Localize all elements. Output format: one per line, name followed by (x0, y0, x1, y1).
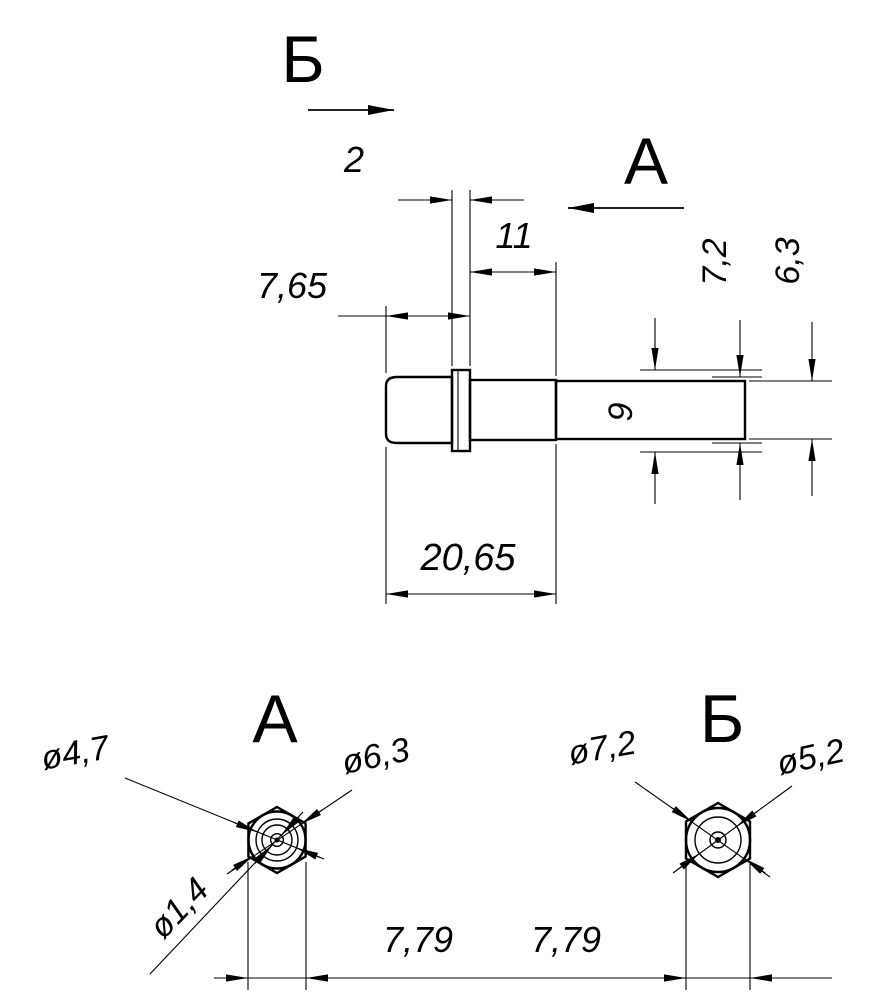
view-a-title: А (252, 681, 298, 757)
circle-outer (247, 810, 307, 870)
circle-outer (684, 806, 752, 874)
dimension-text: 6,3 (769, 237, 807, 284)
arrow-line (280, 816, 300, 836)
dimension-dia-1-4: ø1,4 (142, 811, 304, 975)
dimension-head-diameter: 7,2 (696, 238, 744, 500)
dimension-text: ø1,4 (142, 871, 217, 946)
dimension-text: 2 (343, 139, 364, 180)
dimension-text: ø6,3 (338, 731, 413, 782)
flange (450, 368, 472, 453)
dimension-width-a: 7,79 (214, 862, 520, 990)
leader-line (149, 811, 304, 975)
dimension-text: 20,65 (419, 537, 516, 579)
dimension-text: 7,2 (696, 238, 734, 285)
dimension-flange-diameter: 9 (602, 318, 659, 504)
dimension-text: ø4,7 (38, 728, 113, 777)
arrow-line (296, 847, 321, 860)
view-b-label: Б (281, 22, 324, 96)
circle (694, 816, 742, 864)
circle-pin (270, 833, 285, 848)
dimension-text: ø7,2 (565, 724, 639, 773)
shaft (554, 379, 747, 441)
side-view: Б А 2 (257, 22, 832, 604)
knurled-head (384, 375, 454, 445)
dimension-text: 7,65 (257, 265, 328, 306)
leader-line (124, 777, 325, 860)
view-b-indicator: Б (281, 22, 394, 115)
arrow-line (678, 853, 700, 870)
arrow-line (743, 857, 766, 874)
dimension-shaft-diameter: 6,3 (769, 237, 816, 496)
circle (261, 824, 293, 856)
arrow-line (736, 810, 758, 827)
arrow-line (254, 844, 274, 864)
dimension-text: 7,79 (531, 919, 601, 960)
view-a-label: А (624, 124, 668, 198)
circle-pin (709, 831, 727, 849)
view-a: А ø4,7 ø6,3 ø1,4 (38, 681, 520, 990)
arrow-line (233, 820, 258, 833)
dimension-overall-length: 20,65 (386, 537, 556, 598)
view-b: Б ø7,2 ø5,2 7,79 (480, 681, 848, 990)
arrow-line (300, 809, 323, 825)
dimension-text: 9 (602, 402, 640, 421)
dimension-text: 7,79 (383, 919, 453, 960)
arrow-line (670, 806, 693, 823)
part-side-view (384, 368, 747, 453)
threaded-section (468, 378, 558, 442)
dimension-text: 11 (495, 215, 532, 256)
arrow-line (231, 855, 254, 871)
dimension-thread-length: 11 (470, 215, 556, 276)
circle (255, 818, 299, 862)
dimension-width-b: 7,79 (480, 864, 832, 990)
view-a-indicator: А (568, 124, 684, 213)
view-b-title: Б (700, 681, 745, 757)
dimension-head-length: 7,65 (257, 265, 470, 320)
dimension-flange-thickness: 2 (343, 139, 524, 204)
dimension-text: ø5,2 (773, 732, 848, 783)
